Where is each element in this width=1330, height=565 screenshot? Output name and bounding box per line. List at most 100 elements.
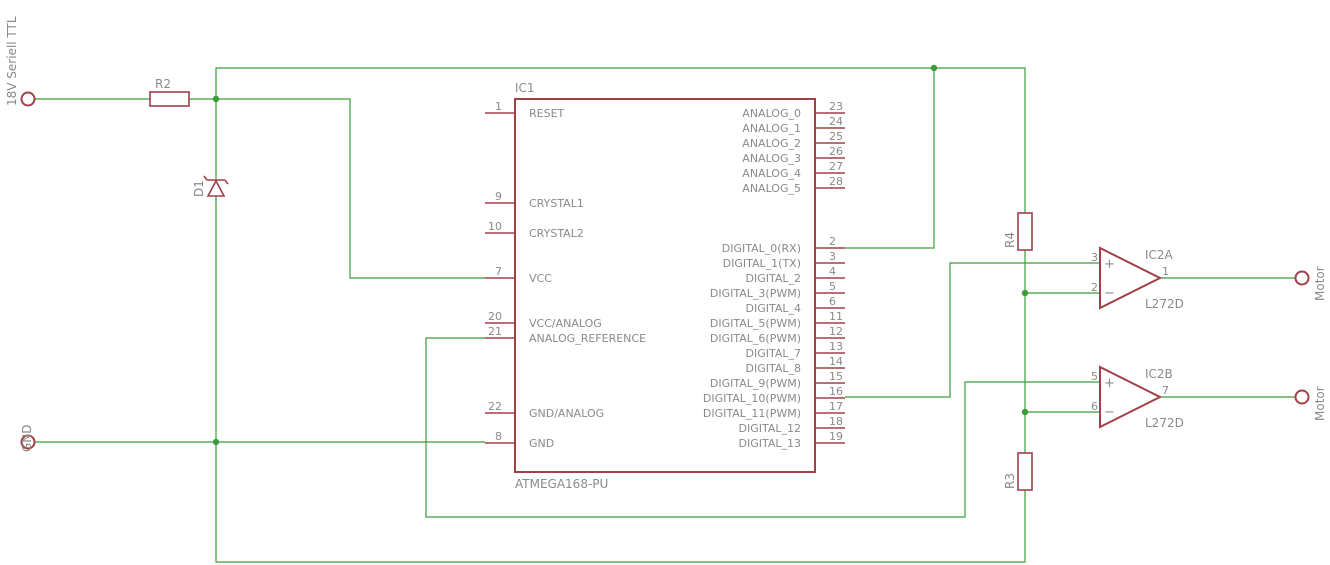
ic1-value: ATMEGA168-PU [515, 477, 608, 491]
opamp-signs: + − + − [1104, 257, 1115, 420]
ic2a-plus-sign: + [1104, 257, 1115, 272]
terminal-gnd-label: GND [20, 424, 34, 452]
terminal-ttl-label: 18V Seriell TTL [5, 16, 19, 106]
pin-number: 8 [495, 430, 502, 443]
ic1-body[interactable] [514, 98, 816, 473]
terminal-motor2-pad[interactable] [1294, 389, 1310, 405]
junction-dot [1021, 408, 1029, 416]
pin-label: DIGITAL_12 [739, 422, 802, 435]
pin-label: DIGITAL_8 [746, 362, 802, 375]
terminal-gnd-pad[interactable] [20, 434, 36, 450]
pin-number: 14 [829, 355, 843, 368]
ic2a-pin-minus-num: 2 [1091, 281, 1098, 294]
pin-label: ANALOG_3 [742, 152, 801, 165]
pin-label: ANALOG_0 [742, 107, 801, 120]
pin-label: DIGITAL_5(PWM) [710, 317, 801, 330]
terminal-motor1-pad[interactable] [1294, 270, 1310, 286]
terminal-motor1-label: Motor [1313, 266, 1327, 301]
resistor-r3[interactable] [1017, 452, 1033, 491]
resistor-r2[interactable] [149, 91, 190, 107]
junction-dot [1021, 289, 1029, 297]
terminal-motor2-label: Motor [1313, 386, 1327, 421]
pin-label: DIGITAL_4 [746, 302, 802, 315]
pin-label: ANALOG_4 [742, 167, 801, 180]
pin-label: ANALOG_REFERENCE [529, 332, 646, 345]
pin-label: DIGITAL_11(PWM) [703, 407, 801, 420]
ic1-name: IC1 [515, 81, 535, 95]
pin-label: RESET [529, 107, 565, 120]
pin-label: DIGITAL_0(RX) [722, 242, 801, 255]
diode-d1[interactable] [203, 175, 229, 197]
ic2b-pin-plus-num: 5 [1091, 370, 1098, 383]
wire-top-rail [215, 67, 1026, 213]
pin-number: 25 [829, 130, 843, 143]
r4-label: R4 [1003, 232, 1017, 248]
ic2b-name: IC2B [1145, 367, 1173, 381]
wire-pwm9-ic2a [845, 262, 1100, 398]
r2-label: R2 [155, 77, 171, 91]
pin-number: 20 [488, 310, 502, 323]
wire-vcc-net [216, 98, 485, 279]
pin-label: DIGITAL_2 [746, 272, 802, 285]
terminal-ttl-pad[interactable] [20, 91, 36, 107]
junction-dot [930, 64, 938, 72]
ic2b-value: L272D [1145, 416, 1184, 430]
ic1-right-pins: 23ANALOG_024ANALOG_125ANALOG_226ANALOG_3… [703, 100, 845, 450]
ic2a-pin-plus-num: 3 [1091, 251, 1098, 264]
pin-label: CRYSTAL1 [529, 197, 584, 210]
resistor-r4[interactable] [1017, 212, 1033, 251]
wires [35, 67, 1296, 563]
components [20, 91, 1310, 491]
opamp-ic2a[interactable] [1099, 246, 1163, 310]
pin-label: GND/ANALOG [529, 407, 604, 420]
pin-number: 10 [488, 220, 502, 233]
ic2a-name: IC2A [1145, 248, 1174, 262]
pin-number: 12 [829, 325, 843, 338]
pin-label: VCC [529, 272, 552, 285]
pin-number: 13 [829, 340, 843, 353]
r3-label: R3 [1003, 473, 1017, 489]
pin-label: GND [529, 437, 554, 450]
pin-number: 4 [829, 265, 836, 278]
pin-number: 21 [488, 325, 502, 338]
opamp-ic2b[interactable] [1099, 365, 1163, 429]
pin-number: 2 [829, 235, 836, 248]
pin-number: 5 [829, 280, 836, 293]
pin-label: DIGITAL_10(PWM) [703, 392, 801, 405]
pin-label: DIGITAL_3(PWM) [710, 287, 801, 300]
ic2b-pin-out-num: 7 [1162, 384, 1169, 397]
pin-number: 3 [829, 250, 836, 263]
pin-number: 17 [829, 400, 843, 413]
d1-label: D1 [192, 180, 206, 197]
pin-label: DIGITAL_13 [739, 437, 802, 450]
